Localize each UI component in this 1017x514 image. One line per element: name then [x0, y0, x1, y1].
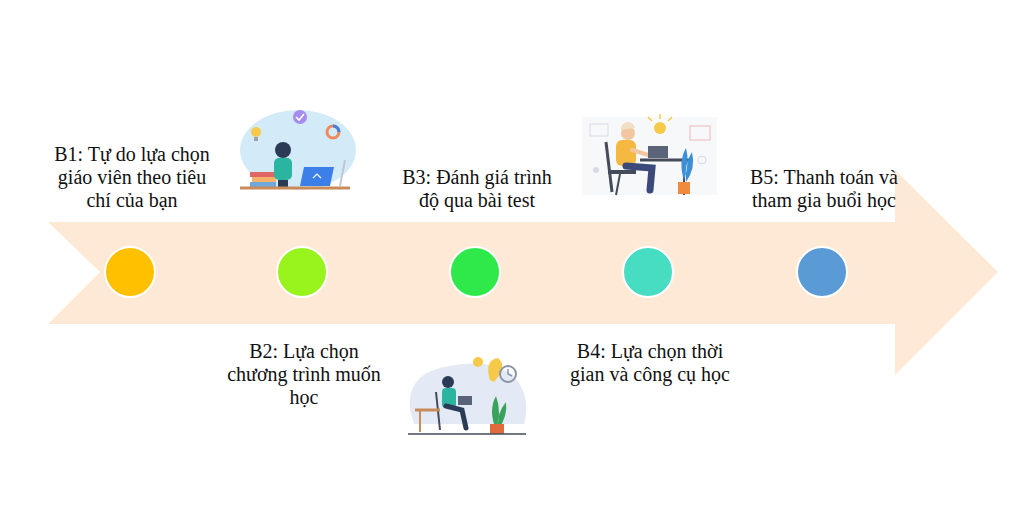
step-label: B4: Lựa chọn thời gian và công cụ học [565, 340, 735, 386]
step-circle: B3: Đánh giá trình độ qua bài test [449, 246, 501, 298]
step-label: B5: Thanh toán và tham gia buổi học [739, 166, 909, 212]
step-circle: B1: Tự do lựa chọn giáo viên theo tiêu c… [104, 246, 156, 298]
step-label: B2: Lựa chọn chương trình muốn học [219, 340, 389, 409]
step-circle: B5: Thanh toán và tham gia buổi học [796, 246, 848, 298]
step-circle: B2: Lựa chọn chương trình muốn học [276, 246, 328, 298]
step-circle: B4: Lựa chọn thời gian và công cụ học [622, 246, 674, 298]
reading-illustration [408, 357, 526, 434]
study-illustration [240, 110, 356, 190]
working-illustration [582, 114, 717, 195]
step-label: B1: Tự do lựa chọn giáo viên theo tiêu c… [47, 143, 217, 212]
step-label: B3: Đánh giá trình độ qua bài test [392, 166, 562, 212]
